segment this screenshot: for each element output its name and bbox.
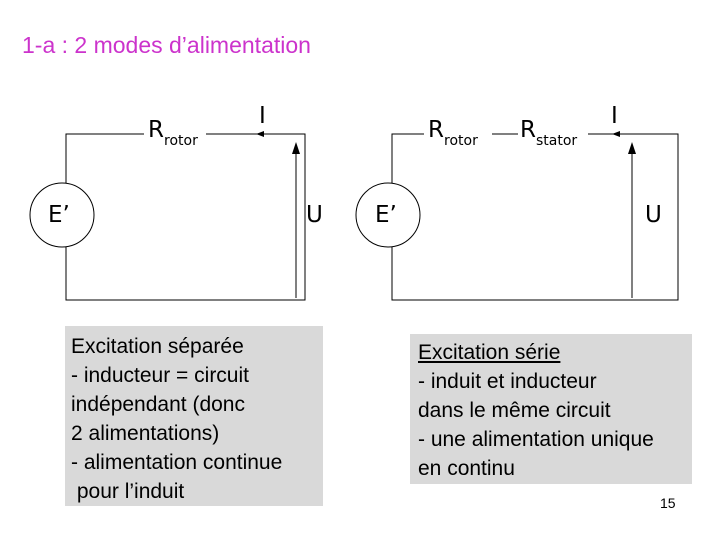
left-resistor-label: R [148,117,164,143]
right-resistor-stator [518,110,588,158]
page-number: 15 [660,495,676,511]
slide-title: 1-a : 2 modes d’alimentation [22,32,311,58]
separate-excitation-line: indépendant (donc [71,393,245,416]
separate-excitation-line: 2 alimentations) [71,422,220,445]
separate-excitation-line: pour l’induit [71,480,185,503]
left-voltage-label: U [306,202,323,228]
separate-excitation-line: - inducteur = circuit [71,364,249,387]
right-resistor1-sub: rotor [444,133,478,149]
series-excitation-line: - induit et inducteur [418,370,597,393]
right-resistor-rotor [424,110,492,158]
left-emf-source [29,182,95,248]
series-excitation-line: en continu [418,457,515,480]
right-emf-source [355,182,421,248]
left-voltage-arrowhead [292,142,300,154]
left-circuit-wire [65,133,306,301]
series-excitation-box: Excitation série - induit et inducteur d… [410,334,692,484]
right-current-label: I [611,103,618,129]
left-emf-label: E’ [48,202,70,228]
separate-excitation-heading: Excitation séparée [71,335,244,358]
series-excitation-heading: Excitation série [418,341,561,364]
right-resistor2-label: R [520,117,536,143]
right-voltage-label: U [645,202,662,228]
left-resistor-rotor [144,110,206,158]
series-excitation-line: - une alimentation unique [418,428,654,451]
right-resistor1-label: R [428,117,444,143]
right-resistor2-sub: stator [536,133,577,149]
separate-excitation-line: - alimentation continue [71,451,283,474]
separate-excitation-box: Excitation séparée - inducteur = circuit… [65,326,323,506]
right-circuit-wire [391,133,679,301]
right-voltage-arrowhead [628,142,636,154]
right-emf-label: E’ [375,202,397,228]
left-current-arrowhead [256,131,264,137]
right-current-arrowhead [612,131,620,137]
left-current-label: I [259,103,266,129]
left-resistor-sub: rotor [164,133,198,149]
series-excitation-line: dans le même circuit [418,399,611,422]
